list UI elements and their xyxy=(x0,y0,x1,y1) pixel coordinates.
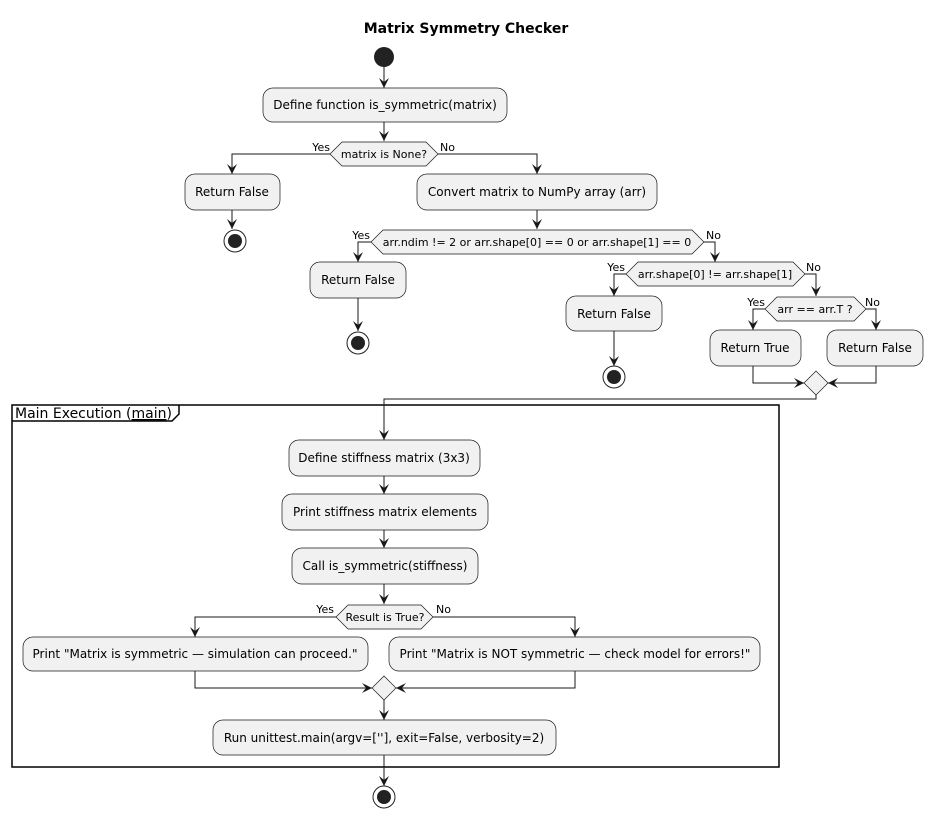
stop-node-dims xyxy=(346,331,370,355)
action-return-false-none: Return False xyxy=(184,173,281,211)
action-return-false-square: Return False xyxy=(565,295,663,332)
action-return-false-dims: Return False xyxy=(309,261,407,299)
svg-text:Print "Matrix is symmetric — s: Print "Matrix is symmetric — simulation … xyxy=(33,647,358,661)
branch-no: No xyxy=(706,229,721,242)
svg-text:Define stiffness matrix (3x3): Define stiffness matrix (3x3) xyxy=(298,451,470,465)
svg-text:arr == arr.T ?: arr == arr.T ? xyxy=(777,303,852,316)
diagram-title: Matrix Symmetry Checker xyxy=(364,21,569,37)
svg-text:Return False: Return False xyxy=(577,307,651,321)
branch-no: No xyxy=(806,261,821,274)
action-return-true: Return True xyxy=(709,329,802,367)
svg-text:matrix is None?: matrix is None? xyxy=(341,148,427,161)
svg-text:Return True: Return True xyxy=(720,341,789,355)
branch-yes: Yes xyxy=(606,261,625,274)
svg-text:Return False: Return False xyxy=(195,185,269,199)
action-define-function: Define function is_symmetric(matrix) xyxy=(262,87,508,123)
decision-transpose: arr == arr.T ? xyxy=(764,296,867,322)
stop-node-square xyxy=(602,365,626,389)
action-print-elements: Print stiffness matrix elements xyxy=(281,493,489,531)
decision-square: arr.shape[0] != arr.shape[1] xyxy=(625,261,806,287)
edges xyxy=(190,67,881,786)
action-run-unittest: Run unittest.main(argv=[''], exit=False,… xyxy=(212,719,557,756)
branch-yes: Yes xyxy=(351,229,370,242)
svg-text:Convert matrix to NumPy array: Convert matrix to NumPy array (arr) xyxy=(428,185,646,199)
svg-text:Run unittest.main(argv=[''], e: Run unittest.main(argv=[''], exit=False,… xyxy=(224,731,544,745)
action-return-false-transpose: Return False xyxy=(826,329,924,367)
svg-text:Return False: Return False xyxy=(838,341,912,355)
decision-matrix-none: matrix is None? xyxy=(329,141,439,167)
svg-text:Print "Matrix is NOT symmetric: Print "Matrix is NOT symmetric — check m… xyxy=(400,647,751,661)
svg-text:Print stiffness matrix element: Print stiffness matrix elements xyxy=(293,505,477,519)
merge-result xyxy=(371,675,397,701)
svg-text:Define function is_symmetric(m: Define function is_symmetric(matrix) xyxy=(273,98,497,112)
main-execution-frame: Main Execution (main) xyxy=(11,404,780,768)
svg-text:Call is_symmetric(stiffness): Call is_symmetric(stiffness) xyxy=(303,559,468,573)
svg-text:arr.ndim != 2 or arr.shape[0]: arr.ndim != 2 or arr.shape[0] == 0 or ar… xyxy=(383,236,691,249)
start-node xyxy=(374,47,394,67)
svg-text:arr.shape[0] != arr.shape[1]: arr.shape[0] != arr.shape[1] xyxy=(638,268,792,281)
branch-no: No xyxy=(440,141,455,154)
stop-node-none xyxy=(223,229,247,253)
decision-result: Result is True? xyxy=(335,604,434,630)
frame-label: Main Execution (main) xyxy=(15,406,172,422)
svg-text:Return False: Return False xyxy=(321,273,395,287)
end-node xyxy=(372,785,396,809)
branch-no: No xyxy=(436,603,451,616)
svg-text:Result is True?: Result is True? xyxy=(346,611,425,624)
action-print-symmetric: Print "Matrix is symmetric — simulation … xyxy=(22,636,369,672)
branch-labels: Yes No Yes No Yes No Yes No Yes No xyxy=(311,141,880,616)
branch-yes: Yes xyxy=(746,296,765,309)
action-call-is-symmetric: Call is_symmetric(stiffness) xyxy=(291,547,479,585)
branch-no: No xyxy=(865,296,880,309)
action-print-not-symmetric: Print "Matrix is NOT symmetric — check m… xyxy=(388,636,761,672)
decision-dims: arr.ndim != 2 or arr.shape[0] == 0 or ar… xyxy=(370,229,705,255)
merge-transpose xyxy=(803,370,829,396)
branch-yes: Yes xyxy=(315,603,334,616)
action-convert-array: Convert matrix to NumPy array (arr) xyxy=(416,173,658,211)
branch-yes: Yes xyxy=(311,141,330,154)
action-define-stiffness: Define stiffness matrix (3x3) xyxy=(288,439,481,477)
